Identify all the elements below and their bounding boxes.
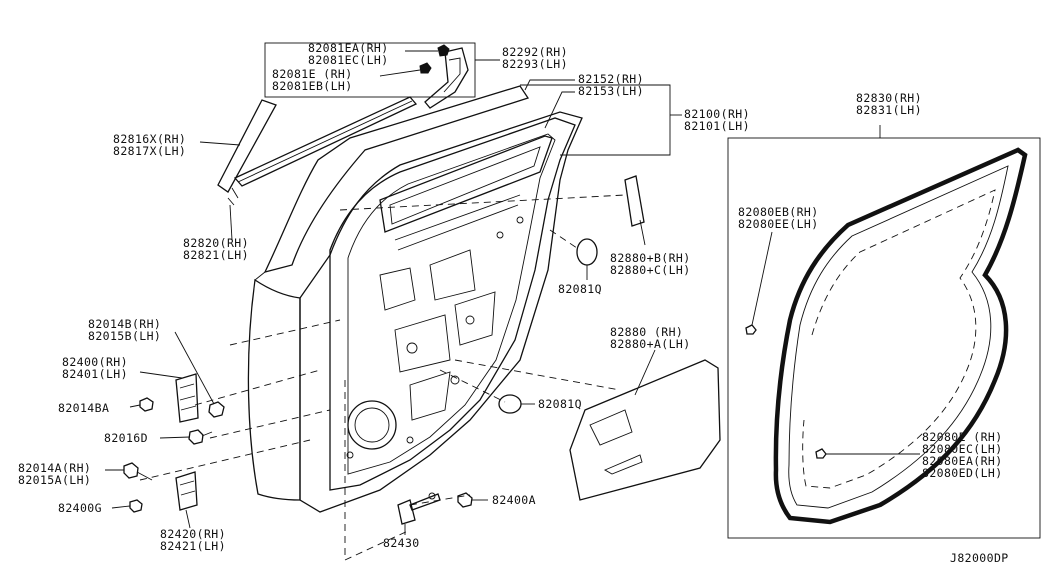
door-weatherstrip-82830: [773, 147, 1028, 525]
label-82081e: 82081E (RH): [272, 67, 353, 81]
sealer-82880b: [624, 175, 646, 246]
label-82401: 82401(LH): [62, 367, 128, 381]
bolt-82016d: [159, 429, 213, 445]
diagram-id: J82000DP: [950, 551, 1009, 565]
label-82015b: 82015B(LH): [88, 329, 161, 343]
clip-82081ea: [405, 44, 450, 57]
door-hinge-upper-82400: [139, 371, 199, 423]
clip-82080eb: [745, 231, 773, 335]
label-82080e: 82080E (RH): [922, 430, 1003, 444]
label-82015a: 82015A(LH): [18, 473, 91, 487]
label-82080ee: 82080EE(LH): [738, 217, 819, 231]
label-82014a: 82014A(RH): [18, 461, 91, 475]
label-82430: 82430: [383, 536, 420, 550]
sealing-screen-82880: [569, 349, 721, 501]
label-82081ea: 82081EA(RH): [308, 41, 389, 55]
door-inner-panel: [329, 117, 576, 491]
corner-garnish-82292: [424, 47, 469, 109]
clip-82081e: [379, 62, 432, 77]
label-82100: 82100(RH): [684, 107, 750, 121]
label-82081q-upper: 82081Q: [558, 282, 602, 296]
label-82880a: 82880+A(LH): [610, 337, 691, 351]
label-82880: 82880 (RH): [610, 325, 683, 339]
label-82820: 82820(RH): [183, 236, 249, 250]
label-82880c: 82880+C(LH): [610, 263, 691, 277]
label-82153: 82153(LH): [578, 84, 644, 98]
label-82880b: 82880+B(RH): [610, 251, 691, 265]
top-bracket-group-box: [264, 42, 500, 98]
plug-82081q-upper: [576, 238, 598, 280]
weatherstrip-detail-box: [727, 125, 1041, 539]
plug-82081q-lower: [498, 394, 535, 414]
assembly-dashed-lines: [139, 194, 626, 561]
bolt-82014b: [174, 331, 225, 418]
label-82817x: 82817X(LH): [113, 144, 186, 158]
label-82421: 82421(LH): [160, 539, 226, 553]
door-check-82430: [397, 492, 441, 535]
label-82821: 82821(LH): [183, 248, 249, 262]
label-82400a: 82400A: [492, 493, 536, 507]
label-82080ea: 82080EA(RH): [922, 454, 1003, 468]
label-82816x: 82816X(RH): [113, 132, 186, 146]
label-82080ec: 82080EC(LH): [922, 442, 1003, 456]
nut-82400g: [111, 499, 143, 513]
door-outer-panel: [247, 85, 583, 513]
label-82080eb: 82080EB(RH): [738, 205, 819, 219]
bolt-82400a: [457, 492, 488, 508]
label-82081q-lower: 82081Q: [538, 397, 582, 411]
label-82400: 82400(RH): [62, 355, 128, 369]
label-82081ec: 82081EC(LH): [308, 53, 389, 67]
door-leaders: [520, 79, 682, 156]
clip-82080e: [815, 448, 920, 459]
label-82152: 82152(RH): [578, 72, 644, 86]
label-82014b: 82014B(RH): [88, 317, 161, 331]
part-labels: 82081EA(RH) 82081EC(LH) 82081E (RH) 8208…: [18, 41, 1009, 565]
label-82081eb: 82081EB(LH): [272, 79, 353, 93]
label-82014ba: 82014BA: [58, 401, 109, 415]
door-hinge-lower-82420: [175, 471, 198, 529]
label-82080ed: 82080ED(LH): [922, 466, 1003, 480]
label-82831: 82831(LH): [856, 103, 922, 117]
label-82016d: 82016D: [104, 431, 148, 445]
label-82830: 82830(RH): [856, 91, 922, 105]
bolt-82014a: [105, 462, 153, 481]
belt-molding-82820: [227, 96, 418, 241]
label-82293: 82293(LH): [502, 57, 568, 71]
label-82292: 82292(RH): [502, 45, 568, 59]
bolt-82014ba: [129, 397, 154, 412]
label-82420: 82420(RH): [160, 527, 226, 541]
sash-garnish-82816x: [199, 99, 277, 193]
label-82101: 82101(LH): [684, 119, 750, 133]
label-82400g: 82400G: [58, 501, 102, 515]
